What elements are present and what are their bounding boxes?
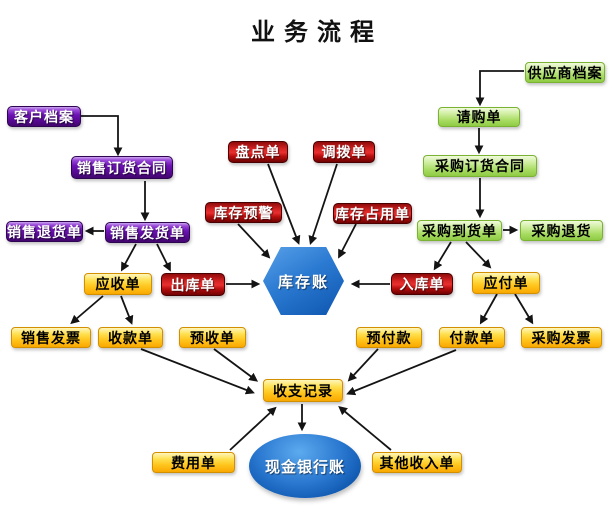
edge-advance-receipt-to-record	[213, 348, 259, 382]
node-other-income: 其他收入单	[372, 452, 462, 473]
node-inventory-hold: 库存占用单	[333, 203, 412, 224]
edge-customer-to-sales-contract	[81, 115, 123, 157]
edge-prepayment-to-record	[347, 348, 379, 382]
page-title: 业务流程	[251, 19, 383, 46]
node-outbound: 出库单	[161, 273, 225, 296]
node-inbound: 入库单	[391, 273, 453, 295]
edge-payable-to-purchase-invoice	[514, 293, 534, 325]
node-receipt: 收款单	[98, 327, 163, 348]
edge-delivery-to-receivable	[120, 243, 137, 272]
edge-arrival-to-inbound	[433, 241, 452, 271]
edge-payable-to-payment	[479, 293, 498, 325]
node-receivable: 应收单	[84, 273, 152, 295]
node-sales-order-contract: 销售订货合同	[71, 156, 173, 179]
edge-hold-to-inventory	[338, 223, 357, 259]
node-sales-delivery: 销售发货单	[105, 222, 190, 243]
edge-supplier-to-request	[475, 70, 524, 107]
edge-payment-to-record	[346, 349, 457, 396]
node-stocktake: 盘点单	[228, 141, 288, 163]
edge-expense-to-record	[229, 406, 277, 451]
edge-receivable-to-receipt	[120, 295, 134, 325]
edge-arrival-to-payable	[465, 241, 492, 269]
inventory-account-label: 库存账	[277, 273, 329, 291]
node-advance-receipt: 预收单	[179, 327, 246, 348]
node-customer-file: 客户档案	[7, 106, 81, 127]
cash-bank-account-label: 现金银行账	[264, 458, 345, 476]
edge-delivery-to-outbound	[156, 243, 171, 272]
node-sales-invoice: 销售发票	[11, 327, 91, 348]
node-purchase-return: 采购退货	[520, 220, 603, 241]
node-sales-return: 销售退货单	[6, 221, 83, 242]
node-prepayment: 预付款	[356, 327, 422, 348]
node-payable: 应付单	[472, 272, 540, 294]
edge-other-income-to-record	[338, 405, 392, 451]
node-purchase-order-contract: 采购订货合同	[423, 155, 537, 177]
edge-receivable-to-sales-invoice	[70, 295, 104, 325]
node-purchase-request: 请购单	[438, 107, 520, 127]
node-payment: 付款单	[439, 327, 505, 348]
edge-stocktake-to-inventory	[267, 163, 301, 245]
node-supplier-file: 供应商档案	[525, 62, 605, 83]
edge-receipt-to-record	[140, 348, 255, 395]
node-purchase-arrival: 采购到货单	[417, 220, 502, 241]
node-purchase-invoice: 采购发票	[521, 327, 602, 348]
node-inventory-alert: 库存预警	[205, 202, 282, 223]
edge-alert-to-inventory	[237, 223, 271, 259]
node-cash-bank-account: 现金银行账	[249, 434, 361, 498]
node-transfer: 调拨单	[313, 141, 375, 163]
node-inventory-account: 库存账	[263, 247, 344, 315]
edge-transfer-to-inventory	[308, 163, 338, 245]
node-income-expense-record: 收支记录	[263, 379, 343, 402]
node-expense: 费用单	[152, 452, 235, 473]
